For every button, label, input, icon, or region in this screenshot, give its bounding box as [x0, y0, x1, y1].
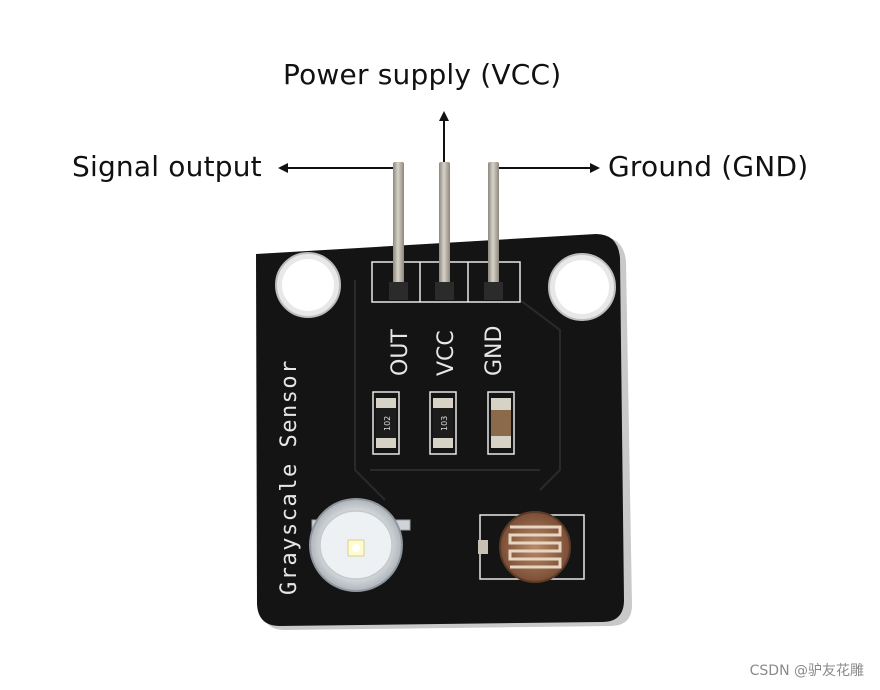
header-pins: [389, 162, 503, 300]
pin-label-vcc: VCC: [434, 330, 459, 376]
smd-resistors: 102 103: [372, 391, 515, 455]
capacitor-1: [487, 391, 515, 455]
signal-output-label: Signal output: [72, 150, 262, 183]
pin-out: [393, 162, 404, 298]
ground-label: Ground (GND): [608, 150, 809, 183]
board-name: Grayscale Sensor: [277, 359, 302, 595]
photoresistor: [478, 511, 585, 583]
resistor-2: 103: [429, 391, 457, 455]
pin-gnd: [488, 162, 499, 298]
resistor-1: 102: [372, 391, 400, 455]
pointer-arrows: [278, 111, 600, 173]
power-supply-label: Power supply (VCC): [283, 58, 562, 91]
pin-label-gnd: GND: [482, 326, 507, 376]
pin-label-out: OUT: [388, 329, 413, 376]
led: [309, 498, 411, 592]
watermark-text: CSDN @驴友花雕: [749, 663, 864, 679]
pin-vcc: [439, 162, 450, 298]
sensor-board: OUT VCC GND Grayscale Sensor 102 103: [256, 162, 632, 630]
resistor-code-1: 102: [383, 416, 392, 431]
resistor-code-2: 103: [440, 416, 449, 431]
